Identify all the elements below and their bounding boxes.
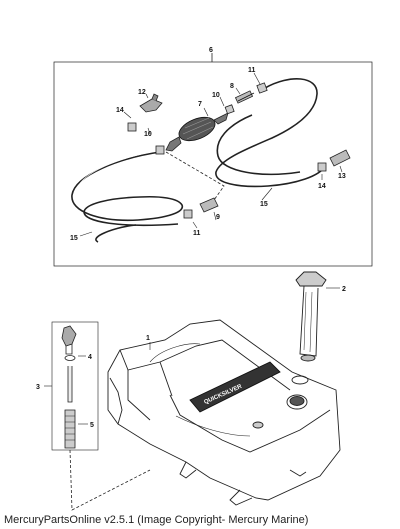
callout-15-left: 15	[70, 235, 78, 242]
primer-bulb	[165, 112, 229, 152]
engine-connector-13	[329, 149, 351, 167]
pickup-tube-assembly	[44, 321, 151, 511]
filler-cap	[286, 394, 308, 410]
fitting-9	[199, 197, 219, 213]
callout-3: 3	[36, 384, 40, 391]
callout-15-right: 15	[260, 201, 268, 208]
leader-lines-top	[79, 72, 343, 237]
fuel-tank: QUICKSILVER	[107, 319, 341, 506]
clamp-10-right	[224, 104, 235, 115]
callout-7: 7	[198, 101, 202, 108]
right-hose-coil	[215, 78, 326, 188]
fitting-8	[234, 90, 255, 104]
callout-13: 13	[338, 173, 346, 180]
callout-8: 8	[230, 83, 234, 90]
pickup-dashed-line	[69, 449, 151, 511]
vent-screw	[252, 421, 264, 429]
gauge-opening	[291, 375, 309, 385]
callout-11-lower: 11	[193, 230, 201, 237]
clamp-14-right	[317, 162, 327, 172]
clamp-11-top	[256, 82, 268, 94]
callout-2: 2	[342, 286, 346, 293]
callout-10-left: 10	[144, 131, 152, 138]
callout-14-left: 14	[116, 107, 124, 114]
callout-10-right: 10	[212, 92, 220, 99]
image-caption: MercuryPartsOnline v2.5.1 (Image Copyrig…	[4, 514, 309, 526]
callout-9: 9	[216, 214, 220, 221]
clamp-14-left	[127, 122, 137, 132]
callout-12: 12	[138, 89, 146, 96]
callout-11-top: 11	[248, 67, 256, 74]
fuel-line-assembly-frame	[53, 61, 373, 267]
callout-labels: 6 11 8 12 10 7 14 10 14 13 15 9 11 15 2 …	[36, 47, 346, 429]
clamp-10-left	[155, 145, 165, 155]
callout-4: 4	[88, 354, 92, 361]
fuel-line-assembly-group	[53, 53, 373, 267]
callout-6: 6	[209, 47, 213, 54]
callout-14-right: 14	[318, 183, 326, 190]
fuel-gauge	[295, 271, 340, 362]
dashed-connection	[165, 151, 225, 201]
tank-connector-12	[139, 93, 163, 113]
callout-5: 5	[90, 422, 94, 429]
clamp-11-lower	[183, 209, 193, 219]
callout-1: 1	[146, 335, 150, 342]
left-hose-coil	[71, 149, 184, 243]
